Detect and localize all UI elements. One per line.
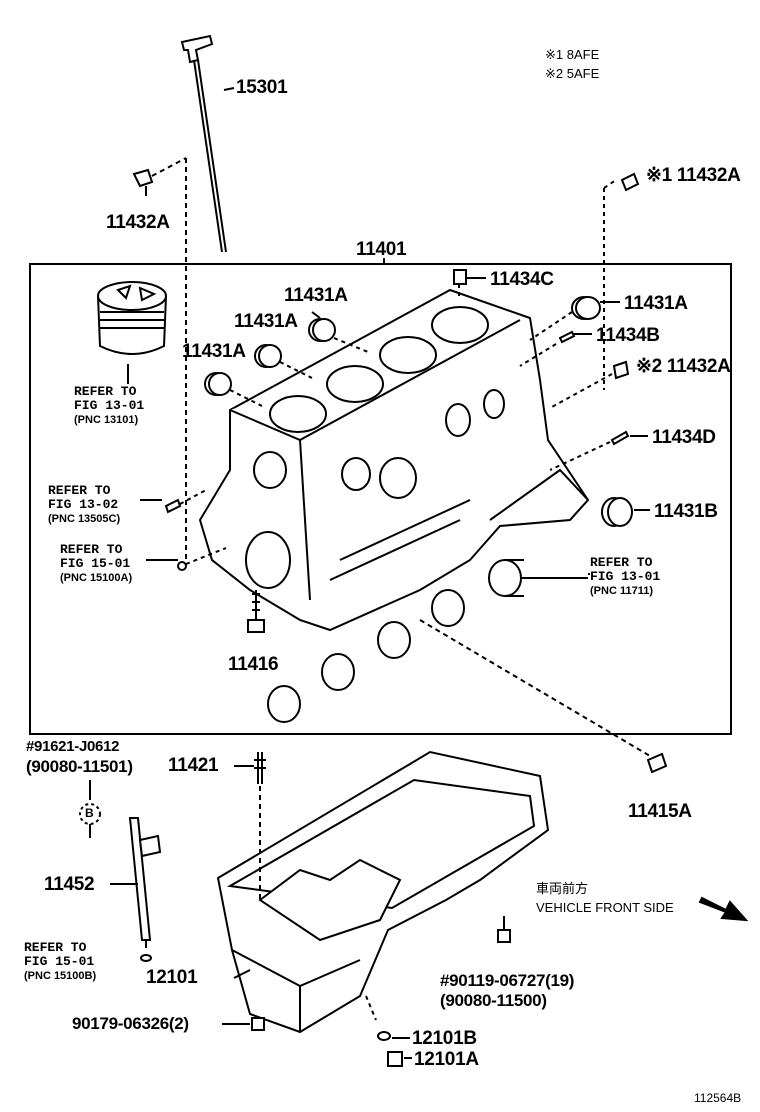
oil-pan-12101 [216,750,550,1034]
ref-line3: (PNC 13101) [74,414,139,426]
front-side-jp: 車両前方 [536,881,589,896]
ref-line2: FIG 15-01 [60,556,131,571]
bolt-90119 [497,916,511,943]
ref-fig-15-01-a: REFER TO FIG 15-01 (PNC 15100A) [60,543,132,585]
label-11415a: 11415A [628,801,692,822]
ref-fig-13-01-piston: REFER TO FIG 13-01 (PNC 13101) [74,385,144,427]
label-11431b: 11431B [654,501,718,522]
block-group-frame [29,263,732,735]
ref-line2: FIG 13-02 [48,497,119,512]
plug-11431a-4 [204,372,232,396]
gasket-12101b [377,1031,391,1041]
ref-fig-13-02: REFER TO FIG 13-02 (PNC 13505C) [48,484,120,526]
plug-11431a-3 [254,344,282,368]
label-90119: #90119-06727(19) [440,971,575,990]
ref-line1: REFER TO [60,542,123,557]
ref-line1: REFER TO [590,555,653,570]
label-11431a-2: 11431A [624,293,688,314]
label-11421: 11421 [168,755,219,776]
stud-11421 [254,752,266,784]
label-11431a-3: 11431A [234,311,298,332]
ref-line3: (PNC 15100B) [24,970,97,982]
ref-line3: (PNC 11711) [590,585,653,597]
plug-11431a-1 [571,296,601,320]
label-11431a-1: 11431A [284,285,348,306]
label-91621: #91621-J0612 [26,738,120,755]
plug-11431b [601,497,633,527]
plug-11415a [646,752,668,774]
note-2: ※2 5AFE [545,66,600,81]
plug-11432a-right-2 [612,360,630,380]
note-1: ※1 8AFE [545,47,600,62]
front-side-en: VEHICLE FRONT SIDE [536,900,674,915]
label-11416: 11416 [228,654,279,675]
ref-line1: REFER TO [24,940,87,955]
label-12101: 12101 [146,967,198,988]
ref-line3: (PNC 13505C) [48,513,121,525]
label-11434d: 11434D [652,427,716,448]
figure-id: 112564B [694,1091,742,1105]
plug-12101a [387,1051,403,1067]
circle-b-label: B [85,806,94,820]
main-bearings [267,559,524,723]
strainer-pipe-11452 [128,817,162,948]
plug-11432a-right-1 [620,172,640,192]
label-15301: 15301 [236,77,288,98]
ref-fig-15-01-b: REFER TO FIG 15-01 (PNC 15100B) [24,941,96,983]
ref-line3: (PNC 15100A) [60,572,133,584]
label-90080-11501: (90080-11501) [26,757,133,776]
plug-11431a-2 [308,318,336,342]
ref-line1: REFER TO [74,384,137,399]
label-11452: 11452 [44,874,95,895]
ref-line2: FIG 13-01 [74,398,145,413]
label-11432a-right-1: ※1 11432A [646,165,741,186]
label-11434b: 11434B [596,325,660,346]
ref-line1: REFER TO [48,483,111,498]
label-12101b: 12101B [412,1028,477,1049]
ref-fig-13-01-bearing: REFER TO FIG 13-01 (PNC 11711) [590,556,660,598]
label-11432a-left: 11432A [106,212,170,233]
stud-11416 [247,590,265,633]
dipstick-15301 [180,34,235,253]
front-arrow-icon [698,896,749,922]
label-90179: 90179-06326(2) [72,1014,189,1033]
label-11434c: 11434C [490,269,554,290]
ref-line2: FIG 15-01 [24,954,95,969]
pin-11434d [610,430,630,446]
piston-icon [97,281,167,355]
label-11401: 11401 [356,239,407,260]
ref-line2: FIG 13-01 [590,569,661,584]
label-11431a-4: 11431A [182,341,246,362]
cylinder-block-11401 [198,288,590,632]
label-90080-11500: (90080-11500) [440,991,547,1010]
plug-90179 [251,1017,265,1031]
pin-11434b [558,330,576,344]
plug-11432a-left [132,168,154,196]
label-11432a-right-2: ※2 11432A [636,356,731,377]
label-12101a: 12101A [414,1049,479,1070]
